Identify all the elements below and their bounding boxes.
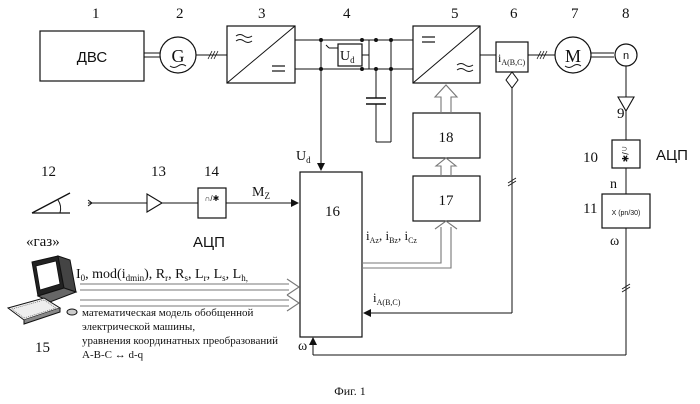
adc-10-label: АЦП xyxy=(656,147,688,164)
voltage-sensor-label: Ud xyxy=(340,49,355,65)
adc-14-block xyxy=(198,188,226,218)
num-15: 15 xyxy=(35,340,50,356)
model-line-1: математическая модель обобщенной xyxy=(82,307,253,319)
num-12: 12 xyxy=(41,164,56,180)
num-6: 6 xyxy=(510,6,518,22)
model-description: математическая модель обобщенной электри… xyxy=(82,307,278,361)
model-line-2: электрической машины, xyxy=(82,321,195,333)
regulator-label: 17 xyxy=(439,193,455,209)
num-9: 9 xyxy=(617,106,625,122)
adc-14-symbol: ∩/✱ xyxy=(205,194,220,203)
engine-label: ДВС xyxy=(77,49,108,66)
motor-label: M xyxy=(565,46,581,66)
model-line-3: уравнения координатных преобразований xyxy=(82,335,278,347)
num-1: 1 xyxy=(92,6,100,22)
model-line-4: A-B-C ↔ d-q xyxy=(82,349,144,361)
adc-14-label: АЦП xyxy=(193,234,225,251)
gas-label: «газ» xyxy=(26,234,60,250)
phase-currents-label: iA(B,C) xyxy=(373,290,401,307)
num-5: 5 xyxy=(451,6,459,22)
adc-10-symbol: ∩/✱ xyxy=(620,146,630,163)
figure-caption: Фиг. 1 xyxy=(334,384,365,398)
multiplier-label: X (pn/30) xyxy=(612,210,641,217)
ud-signal-label: Ud xyxy=(296,149,311,165)
amplifier-13-icon xyxy=(147,194,162,212)
num-3: 3 xyxy=(258,6,266,22)
controller-label: 16 xyxy=(325,204,341,220)
generator-label: G xyxy=(172,46,185,66)
controller-block xyxy=(300,172,362,337)
torque-ref-label: MZ xyxy=(252,185,270,201)
pwm-label: 18 xyxy=(439,130,454,146)
num-8: 8 xyxy=(622,6,630,22)
num-11: 11 xyxy=(583,201,597,217)
parameters-label: I0, mod(idmin), Rr, Rs, Lr, Ls, Lh, xyxy=(76,267,248,283)
computer-icon xyxy=(8,256,77,324)
adc-10-output-label: n xyxy=(610,177,617,192)
current-sensor-label: iA(B,C) xyxy=(498,51,525,67)
reference-currents-label: iAz, iBz, iCz xyxy=(366,228,417,245)
gas-pedal-icon xyxy=(32,193,70,213)
speed-feedback-label: ω xyxy=(298,339,307,354)
speed-sensor-label: n xyxy=(623,50,629,62)
num-14: 14 xyxy=(204,164,220,180)
num-7: 7 xyxy=(571,6,579,22)
num-2: 2 xyxy=(176,6,184,22)
num-10: 10 xyxy=(583,150,598,166)
num-4: 4 xyxy=(343,6,351,22)
num-13: 13 xyxy=(151,164,166,180)
ac-symbol-icon xyxy=(236,35,252,43)
multiplier-output-label: ω xyxy=(610,234,619,249)
